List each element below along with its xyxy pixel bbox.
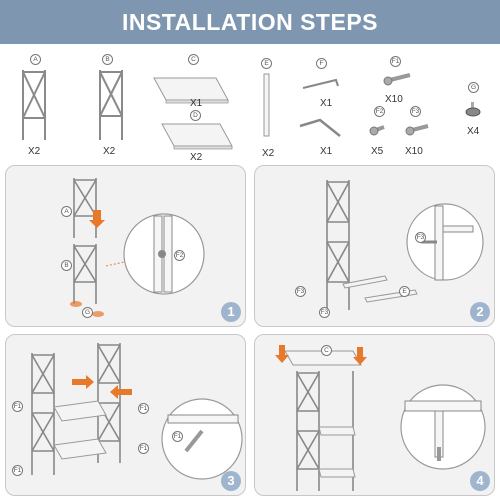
part-f2-letter: F2: [374, 106, 385, 117]
part-g-qty: X4: [467, 126, 480, 137]
part-g: G X4: [462, 80, 492, 150]
label-f1-a: F1: [12, 401, 23, 412]
label-f1-c: F1: [138, 403, 149, 414]
side-frame-icon: [99, 70, 123, 140]
label-e: E: [399, 286, 410, 297]
short-bolt-icon: [369, 125, 385, 136]
support-bar-icon: [263, 73, 270, 137]
arrow-left-icon: [110, 385, 132, 399]
part-c: C X1: [150, 54, 230, 109]
part-d-letter: D: [190, 110, 201, 121]
arrow-down-icon: [89, 210, 105, 228]
step-4-panel: C 4: [254, 334, 495, 496]
label-f1-b: F1: [12, 465, 23, 476]
part-f-large: X1: [298, 112, 348, 162]
step-2-number: 2: [470, 302, 490, 322]
part-f3-letter: F3: [410, 106, 421, 117]
step-3-illustration: [31, 343, 243, 480]
part-f1: F1 X10: [380, 54, 420, 109]
label-f1-d: F1: [138, 443, 149, 454]
label-b: B: [61, 260, 72, 271]
step-1-number: 1: [221, 302, 241, 322]
arrow-down-left-icon: [275, 345, 289, 363]
part-f2: F2 X5: [366, 104, 396, 159]
label-f3-top: F3: [295, 286, 306, 297]
bolt-icon: [405, 124, 429, 136]
shelf-board-icon: [153, 77, 229, 104]
label-f3-bottom: F3: [319, 307, 330, 318]
allen-key-small-icon: [302, 78, 339, 89]
step-1-illustration: [70, 178, 205, 317]
label-g: G: [82, 307, 93, 318]
parts-list: A X2 B X2 C X1 D: [0, 44, 500, 164]
part-f3: F3 X10: [402, 104, 442, 159]
part-d: D X2: [158, 106, 238, 163]
label-c: C: [321, 345, 332, 356]
step-1-panel: A B G F2 1: [5, 165, 246, 327]
part-f2-qty: X5: [371, 146, 384, 157]
title-bar: INSTALLATION STEPS: [0, 0, 500, 44]
part-c-qty: X1: [190, 98, 203, 109]
part-e-letter: E: [261, 58, 272, 69]
part-e: E X2: [258, 54, 288, 159]
part-g-letter: G: [468, 82, 479, 93]
part-a: A X2: [18, 54, 58, 157]
part-e-qty: X2: [262, 148, 275, 159]
part-f-large-qty: X1: [320, 146, 333, 157]
label-f3-zoom: F3: [415, 232, 426, 243]
step-3-panel: F1 F1 F1 F1 F1 3: [5, 334, 246, 496]
arrow-down-right-icon: [353, 347, 367, 365]
step-3-number: 3: [221, 471, 241, 491]
part-b: B X2: [95, 54, 135, 157]
part-d-qty: X2: [190, 152, 203, 163]
label-f2: F2: [174, 250, 185, 261]
long-bolt-icon: [383, 73, 411, 86]
step-4-illustration: [275, 345, 486, 491]
step-4-number: 4: [470, 471, 490, 491]
foot-pad-icon: [465, 102, 481, 117]
part-c-letter: C: [188, 54, 199, 65]
allen-key-large-icon: [299, 118, 341, 137]
part-b-qty: X2: [103, 146, 116, 157]
part-b-letter: B: [102, 54, 113, 65]
part-f-qty: X1: [320, 98, 333, 109]
part-f: F X1: [300, 56, 350, 111]
arrow-right-icon: [72, 375, 94, 389]
part-a-qty: X2: [28, 146, 41, 157]
step-2-illustration: [326, 180, 484, 310]
part-f1-qty: X10: [385, 94, 403, 105]
label-a: A: [61, 206, 72, 217]
step-2-panel: F3 F3 F3 E 2: [254, 165, 495, 327]
side-frame-icon: [22, 70, 46, 140]
part-f1-letter: F1: [390, 56, 401, 67]
part-f-letter: F: [316, 58, 327, 69]
part-f3-qty: X10: [405, 146, 423, 157]
label-f1-zoom: F1: [172, 431, 183, 442]
page-title: INSTALLATION STEPS: [121, 8, 379, 35]
shelf-board-icon: [161, 123, 233, 150]
part-a-letter: A: [30, 54, 41, 65]
